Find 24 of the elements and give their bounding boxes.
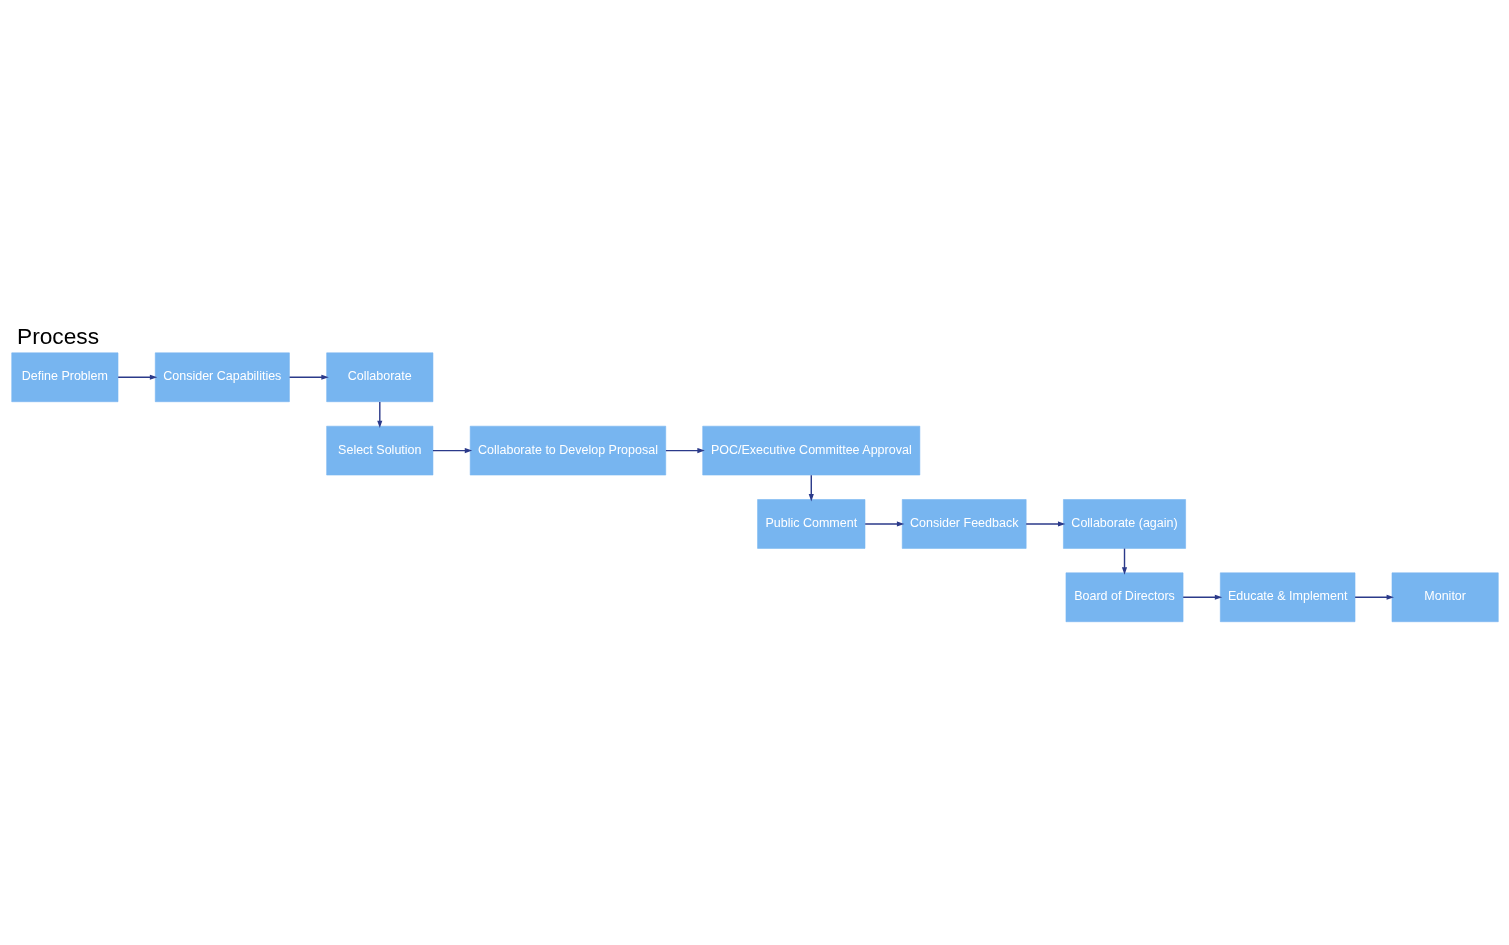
- node-box: Define Problem: [10, 352, 118, 402]
- node-box: Public Comment: [756, 499, 865, 549]
- arrow: [376, 401, 382, 429]
- arrow: [1024, 521, 1065, 527]
- node-box: Consider Capabilities: [154, 352, 290, 402]
- arrow: [864, 521, 904, 527]
- node-box: Consider Feedback: [901, 499, 1026, 549]
- arrow: [116, 374, 157, 380]
- arrow: [431, 448, 472, 454]
- arrow: [808, 474, 814, 502]
- node-box: Collaborate: [325, 352, 433, 402]
- node-box: Educate & Implement: [1219, 572, 1355, 622]
- diagram-title: Process: [16, 322, 99, 349]
- node-box: POC/Executive Committee Approval: [701, 425, 920, 476]
- arrow: [1182, 594, 1222, 600]
- arrow: [288, 374, 329, 380]
- node-box: Collaborate to Develop Proposal: [469, 425, 666, 476]
- arrow: [1121, 547, 1127, 575]
- node-box: Monitor: [1391, 572, 1499, 622]
- arrow: [1353, 594, 1394, 600]
- arrow: [664, 448, 705, 454]
- node-box: Select Solution: [325, 425, 433, 476]
- node-box: Board of Directors: [1065, 572, 1183, 622]
- node-box: Collaborate (again): [1062, 499, 1186, 549]
